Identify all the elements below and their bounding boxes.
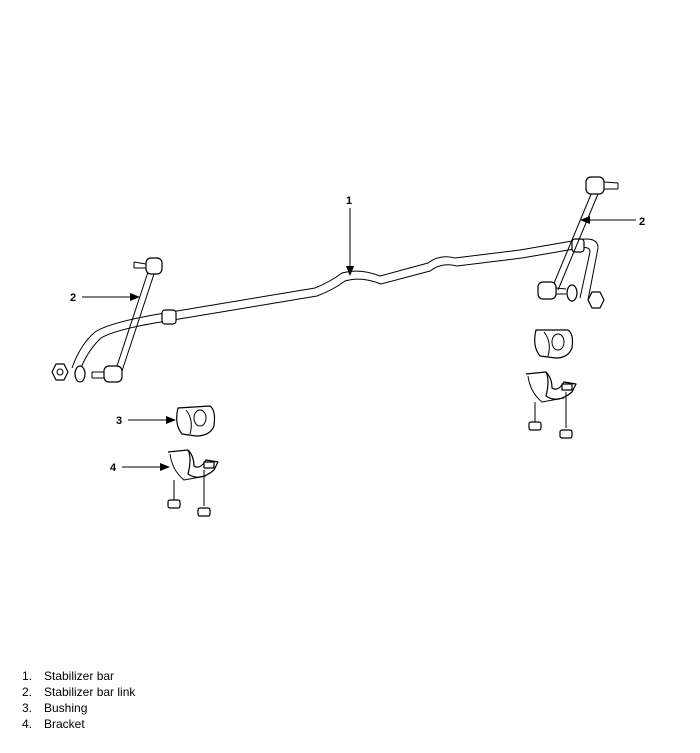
legend-item: 3. Bushing <box>22 700 135 716</box>
bracket-right <box>525 371 577 439</box>
legend-label: Stabilizer bar link <box>44 685 136 699</box>
bushing-right <box>534 329 574 359</box>
bracket-left <box>167 449 219 517</box>
legend-number: 1. <box>22 669 33 683</box>
stabilizer-bar-link-left <box>74 257 163 383</box>
legend-label: Bushing <box>44 701 88 715</box>
parts-legend: 1. Stabilizer bar 2. Stabilizer bar link 3… <box>22 668 135 732</box>
stabilizer-bar-exploded-diagram: 1 2 2 3 4 <box>51 176 645 517</box>
bushing-left <box>176 405 216 437</box>
callout-1: 1 <box>346 195 352 207</box>
leader-3 <box>128 416 176 424</box>
legend-item: 4. Bracket <box>22 716 135 732</box>
legend-number: 3. <box>22 701 33 715</box>
legend-number: 2. <box>22 685 33 699</box>
leader-2-left <box>82 293 140 301</box>
stabilizer-bar <box>71 238 599 371</box>
legend-item: 2. Stabilizer bar link <box>22 684 135 700</box>
callout-3: 3 <box>116 415 122 427</box>
leader-1 <box>346 208 354 276</box>
callout-4: 4 <box>110 462 117 474</box>
callout-2-right: 2 <box>639 216 645 228</box>
nut-left <box>51 363 69 381</box>
stabilizer-bar-link-right <box>537 176 619 302</box>
nut-right <box>587 291 605 309</box>
callout-2-left: 2 <box>70 292 76 304</box>
legend-number: 4. <box>22 717 33 731</box>
legend-label: Stabilizer bar <box>44 669 115 683</box>
legend-item: 1. Stabilizer bar <box>22 668 135 684</box>
leader-2-right <box>580 216 636 224</box>
leader-4 <box>122 463 170 471</box>
legend-label: Bracket <box>44 717 85 731</box>
